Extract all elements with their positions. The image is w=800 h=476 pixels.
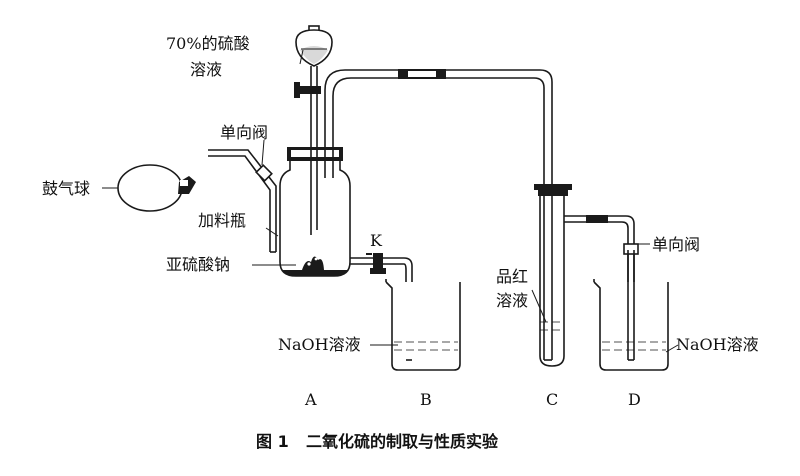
delivery-tube [324, 69, 553, 190]
figure-number: 图 1 [256, 432, 289, 451]
rubber-bulb [117, 164, 196, 212]
dye-label-2: 溶液 [496, 291, 528, 310]
check-valve-d [623, 243, 639, 255]
check-valve-label-d: 单向阀 [652, 235, 700, 254]
test-tube-c [534, 184, 639, 367]
bulb-label: 鼓气球 [42, 179, 90, 198]
valve-k [366, 253, 386, 274]
beaker-b [385, 257, 461, 371]
apparatus-label-b: B [420, 390, 432, 409]
apparatus-label-a: A [304, 390, 317, 409]
rubber-connector-2 [586, 215, 608, 223]
acid-label-1: 70%的硫酸 [166, 34, 250, 53]
naoh-label-b: NaOH溶液 [278, 335, 361, 354]
feed-bottle-label: 加料瓶 [198, 211, 246, 230]
sulfite-label: 亚硫酸钠 [166, 255, 230, 274]
k-label: K [370, 231, 383, 250]
beaker-d [593, 250, 669, 371]
dye-label-1: 品红 [496, 267, 528, 286]
naoh-label-d: NaOH溶液 [676, 335, 759, 354]
reaction-bottle-a [279, 140, 404, 277]
apparatus-label-d: D [628, 390, 641, 409]
acid-label-2: 溶液 [190, 60, 222, 79]
leader-lines [102, 139, 679, 353]
check-valve-label-a: 单向阀 [220, 123, 268, 142]
figure-title: 二氧化硫的制取与性质实验 [306, 432, 499, 451]
stopcock [299, 86, 321, 94]
apparatus-label-c: C [546, 390, 558, 409]
feed-bottle-tube [208, 149, 277, 253]
check-valve-a [255, 164, 273, 182]
